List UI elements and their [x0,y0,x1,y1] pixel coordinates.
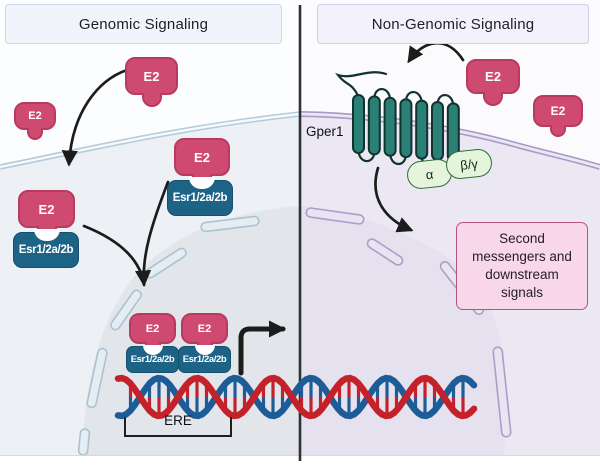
arrow-complex-to-nucleus-right [134,180,170,287]
e2-label: E2 [14,102,56,130]
transmembrane-helices [352,94,460,163]
e2-ligand: E2 [18,190,75,241]
dna-strand-red [114,374,478,420]
ere-bracket [124,417,232,437]
ere-label: ERE [164,413,192,428]
e2-ligand: E2 [129,313,176,355]
e2-label: E2 [18,190,75,228]
e2-binding-knob [550,124,566,137]
arrows [61,41,465,376]
e2-ligand: E2 [533,95,583,137]
left-nuclear-envelope-dashes [77,215,260,456]
panel-divider [298,5,302,461]
e2-binding-knob [141,92,162,107]
non-genomic-signaling-header: Non-Genomic Signaling [317,4,589,44]
second-messengers-box: Second messengers and downstream signals [456,222,588,310]
e2-ligand: E2 [181,313,228,355]
genomic-signaling-header: Genomic Signaling [5,4,282,44]
e2-ligand: E2 [125,57,178,107]
arrow-e2-entering-cell [61,68,129,167]
e2-binding-knob [194,341,215,355]
e2-binding-knob [27,127,43,140]
e2-ligand: E2 [466,59,520,106]
e2-label: E2 [174,138,230,176]
receptor-n-terminus [335,71,388,99]
transcription-arrow [238,320,287,376]
arrow-gper1-to-second-messengers [374,166,414,233]
e2-binding-knob [33,225,60,241]
gper1-label: Gper1 [306,124,344,139]
e2-binding-knob [189,173,215,189]
e2-ligand: E2 [174,138,230,189]
dna-helix [114,374,478,420]
e2-label: E2 [533,95,583,127]
e2-ligand: E2 [14,102,56,140]
left-plasma-membrane [0,111,301,170]
e2-label: E2 [181,313,228,344]
e2-binding-knob [483,91,503,106]
e2-binding-knob [142,341,163,355]
e2-label: E2 [466,59,520,94]
e2-label: E2 [129,313,176,344]
e2-label: E2 [125,57,178,95]
